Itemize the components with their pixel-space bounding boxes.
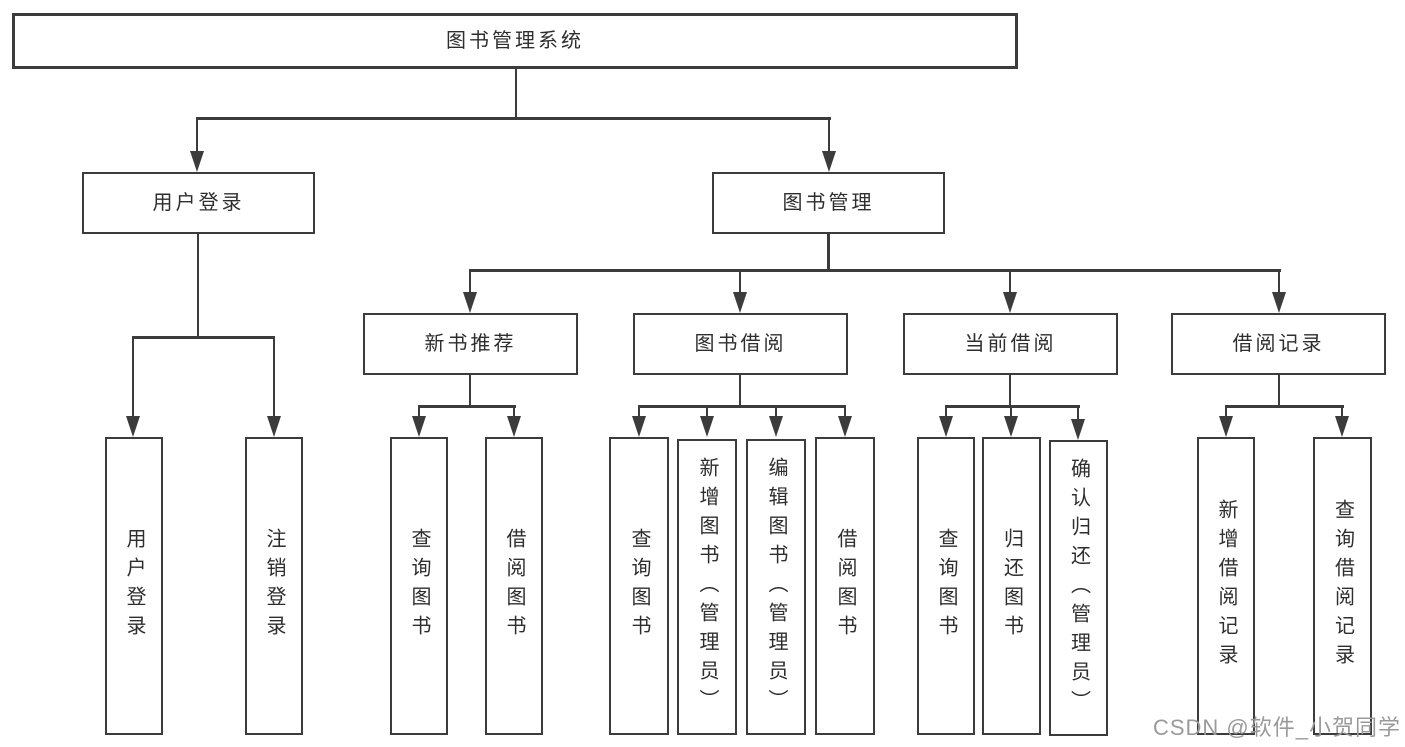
arrow-to-current-borrow bbox=[1003, 269, 1017, 313]
arrow-records-query bbox=[1335, 405, 1349, 437]
leaf-current-return-books: 归还图书 bbox=[982, 437, 1041, 735]
node-book-management: 图书管理 bbox=[712, 172, 945, 234]
node-current-borrow: 当前借阅 bbox=[903, 313, 1118, 375]
connector-bookmgmt-stem bbox=[827, 233, 830, 271]
arrow-current-confirm bbox=[1071, 405, 1085, 440]
arrow-current-query bbox=[939, 405, 953, 437]
leaf-current-confirm-return-admin: 确认归还（管理员） bbox=[1049, 440, 1108, 736]
connector-records-stem bbox=[1277, 374, 1281, 407]
leaf-borrow-edit-books-admin: 编辑图书（管理员） bbox=[746, 439, 806, 735]
arrow-to-borrow-records bbox=[1272, 269, 1286, 313]
connector-login-split bbox=[132, 336, 275, 339]
leaf-borrow-add-books-admin: 新增图书（管理员） bbox=[677, 439, 737, 735]
arrow-borrow-edit bbox=[769, 405, 783, 437]
leaf-current-query-books: 查询图书 bbox=[917, 437, 975, 735]
leaf-user-login: 用户登录 bbox=[105, 437, 163, 735]
connector-newbook-split bbox=[418, 405, 516, 408]
leaf-logout: 注销登录 bbox=[245, 437, 303, 735]
leaf-newbook-borrow-books: 借阅图书 bbox=[485, 437, 543, 735]
leaf-borrow-query-books: 查询图书 bbox=[609, 437, 669, 735]
connector-current-split bbox=[945, 405, 1080, 408]
connector-borrow-split bbox=[637, 405, 847, 408]
connector-current-stem bbox=[1008, 374, 1012, 407]
arrow-to-leaf-user-login bbox=[126, 336, 140, 437]
node-new-book-recommend: 新书推荐 bbox=[363, 313, 578, 375]
node-borrow-records: 借阅记录 bbox=[1171, 313, 1386, 375]
leaf-newbook-query-books: 查询图书 bbox=[390, 437, 448, 735]
connector-newbook-stem bbox=[468, 374, 472, 407]
arrow-to-book-borrow bbox=[733, 269, 747, 313]
arrow-to-book-management bbox=[822, 117, 836, 172]
arrow-newbook-query bbox=[412, 405, 426, 437]
arrow-to-new-book-recommend bbox=[463, 269, 477, 313]
leaf-borrow-borrow-books: 借阅图书 bbox=[815, 437, 875, 735]
arrow-newbook-borrow bbox=[507, 405, 521, 437]
leaf-records-add-record: 新增借阅记录 bbox=[1197, 437, 1255, 735]
connector-records-split bbox=[1225, 405, 1344, 408]
connector-root-split bbox=[196, 117, 831, 120]
node-library-system: 图书管理系统 bbox=[12, 13, 1018, 69]
arrow-borrow-query bbox=[632, 405, 646, 437]
arrow-current-return bbox=[1004, 405, 1018, 437]
connector-borrow-stem bbox=[738, 374, 742, 407]
arrow-records-add bbox=[1219, 405, 1233, 437]
connector-root-stem bbox=[514, 68, 518, 119]
arrow-to-leaf-logout bbox=[267, 336, 281, 437]
connector-bookmgmt-split bbox=[469, 269, 1281, 272]
leaf-records-query-record: 查询借阅记录 bbox=[1313, 437, 1372, 735]
node-book-borrow: 图书借阅 bbox=[633, 313, 848, 375]
arrow-borrow-borrow bbox=[838, 405, 852, 437]
csdn-watermark: CSDN @软件_小贺同学 bbox=[1152, 715, 1401, 740]
arrow-borrow-add bbox=[700, 405, 714, 437]
connector-login-stem bbox=[196, 233, 200, 338]
node-user-login: 用户登录 bbox=[82, 172, 315, 234]
arrow-to-user-login bbox=[190, 117, 204, 172]
